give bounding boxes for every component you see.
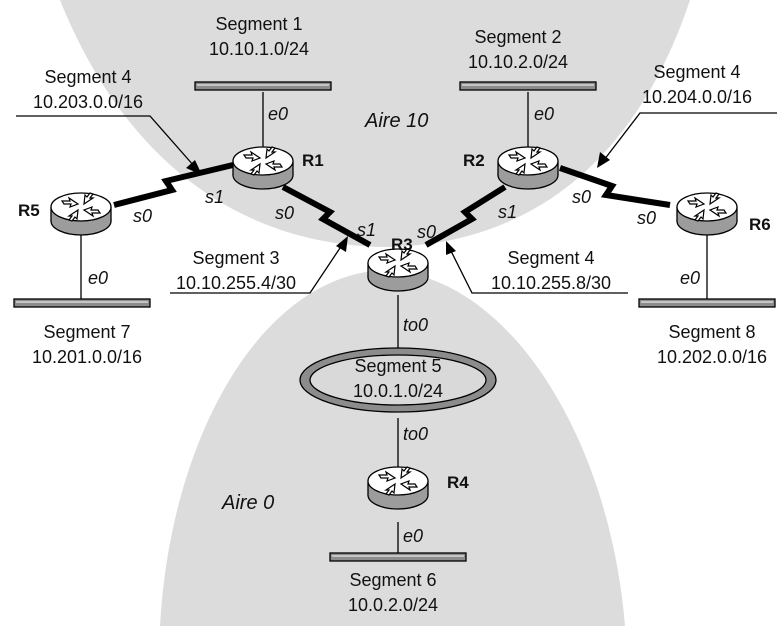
svg-text:Segment 4: Segment 4 <box>653 62 740 82</box>
router-r2-label: R2 <box>463 151 485 170</box>
router-r6-label: R6 <box>749 215 771 234</box>
svg-text:10.0.1.0/24: 10.0.1.0/24 <box>353 381 443 401</box>
router-r4 <box>367 466 429 510</box>
router-r3 <box>367 248 429 292</box>
svg-text:Segment 3: Segment 3 <box>192 248 279 268</box>
r3-s0-label: s0 <box>417 222 436 242</box>
svg-text:10.203.0.0/16: 10.203.0.0/16 <box>33 92 143 112</box>
r3-to0-label: to0 <box>403 315 428 335</box>
svg-text:10.204.0.0/16: 10.204.0.0/16 <box>642 87 752 107</box>
segment-3-label: Segment 3 10.10.255.4/30 <box>176 248 296 293</box>
router-r1-label: R1 <box>302 151 324 170</box>
segment-8-label: Segment 8 10.202.0.0/16 <box>657 322 767 367</box>
r4-e0-label: e0 <box>403 526 423 546</box>
callout-segment-4-right <box>597 112 777 168</box>
svg-text:Segment 4: Segment 4 <box>44 67 131 87</box>
router-r5 <box>50 192 112 236</box>
segment-4-mid-label: Segment 4 10.10.255.8/30 <box>491 248 611 293</box>
svg-text:Segment 8: Segment 8 <box>668 322 755 342</box>
r5-e0-label: e0 <box>88 268 108 288</box>
svg-text:10.10.255.4/30: 10.10.255.4/30 <box>176 273 296 293</box>
svg-text:Segment 6: Segment 6 <box>349 570 436 590</box>
segment-8-bar <box>638 298 776 308</box>
svg-text:10.10.2.0/24: 10.10.2.0/24 <box>468 52 568 72</box>
area-10-label: Aire 10 <box>364 110 428 132</box>
svg-text:10.10.1.0/24: 10.10.1.0/24 <box>209 39 309 59</box>
segment-6-label: Segment 6 10.0.2.0/24 <box>348 570 438 615</box>
r1-s0-label: s0 <box>275 203 294 223</box>
segment-7-bar <box>13 298 151 308</box>
segment-6-bar <box>329 552 467 562</box>
svg-text:Segment 2: Segment 2 <box>474 27 561 47</box>
router-r3-label: R3 <box>391 235 413 254</box>
segment-5-label: Segment 5 10.0.1.0/24 <box>353 356 443 401</box>
r6-s0-label: s0 <box>637 208 656 228</box>
svg-text:Segment 4: Segment 4 <box>507 248 594 268</box>
area-0-label: Aire 0 <box>221 492 274 514</box>
r2-e0-label: e0 <box>534 104 554 124</box>
svg-text:10.0.2.0/24: 10.0.2.0/24 <box>348 595 438 615</box>
segment-1-bar <box>194 81 332 91</box>
segment-1-label: Segment 1 10.10.1.0/24 <box>209 14 309 59</box>
r5-s0-label: s0 <box>133 206 152 226</box>
r1-e0-label: e0 <box>268 104 288 124</box>
segment-2-bar <box>459 81 597 91</box>
r1-s1-label: s1 <box>205 187 224 207</box>
svg-text:Segment 5: Segment 5 <box>354 356 441 376</box>
callout-segment-4-mid <box>446 241 628 294</box>
svg-text:Segment 7: Segment 7 <box>43 322 130 342</box>
segment-7-label: Segment 7 10.201.0.0/16 <box>32 322 142 367</box>
r3-s1-label: s1 <box>357 220 376 240</box>
callout-segment-4-left <box>16 115 202 175</box>
area-0-region <box>160 270 625 626</box>
router-r5-label: R5 <box>18 201 40 220</box>
router-r4-label: R4 <box>447 473 469 492</box>
r2-s1-label: s1 <box>498 202 517 222</box>
segment-4-right-label: Segment 4 10.204.0.0/16 <box>642 62 752 107</box>
callout-segment-3 <box>170 236 348 294</box>
serial-link-r2-r6 <box>559 165 671 208</box>
router-r6 <box>676 192 738 236</box>
serial-link-r1-r3 <box>281 184 372 248</box>
segment-2-label: Segment 2 10.10.2.0/24 <box>468 27 568 72</box>
router-r1 <box>232 146 294 190</box>
svg-text:10.201.0.0/16: 10.201.0.0/16 <box>32 347 142 367</box>
svg-text:10.10.255.8/30: 10.10.255.8/30 <box>491 273 611 293</box>
serial-link-r3-r2 <box>424 184 507 248</box>
r6-e0-label: e0 <box>680 268 700 288</box>
svg-text:Segment 1: Segment 1 <box>215 14 302 34</box>
r2-s0-label: s0 <box>572 187 591 207</box>
segment-4-left-label: Segment 4 10.203.0.0/16 <box>33 67 143 112</box>
r4-to0-label: to0 <box>403 424 428 444</box>
router-r2 <box>497 146 559 190</box>
segment-5-ring <box>299 347 497 413</box>
svg-text:10.202.0.0/16: 10.202.0.0/16 <box>657 347 767 367</box>
